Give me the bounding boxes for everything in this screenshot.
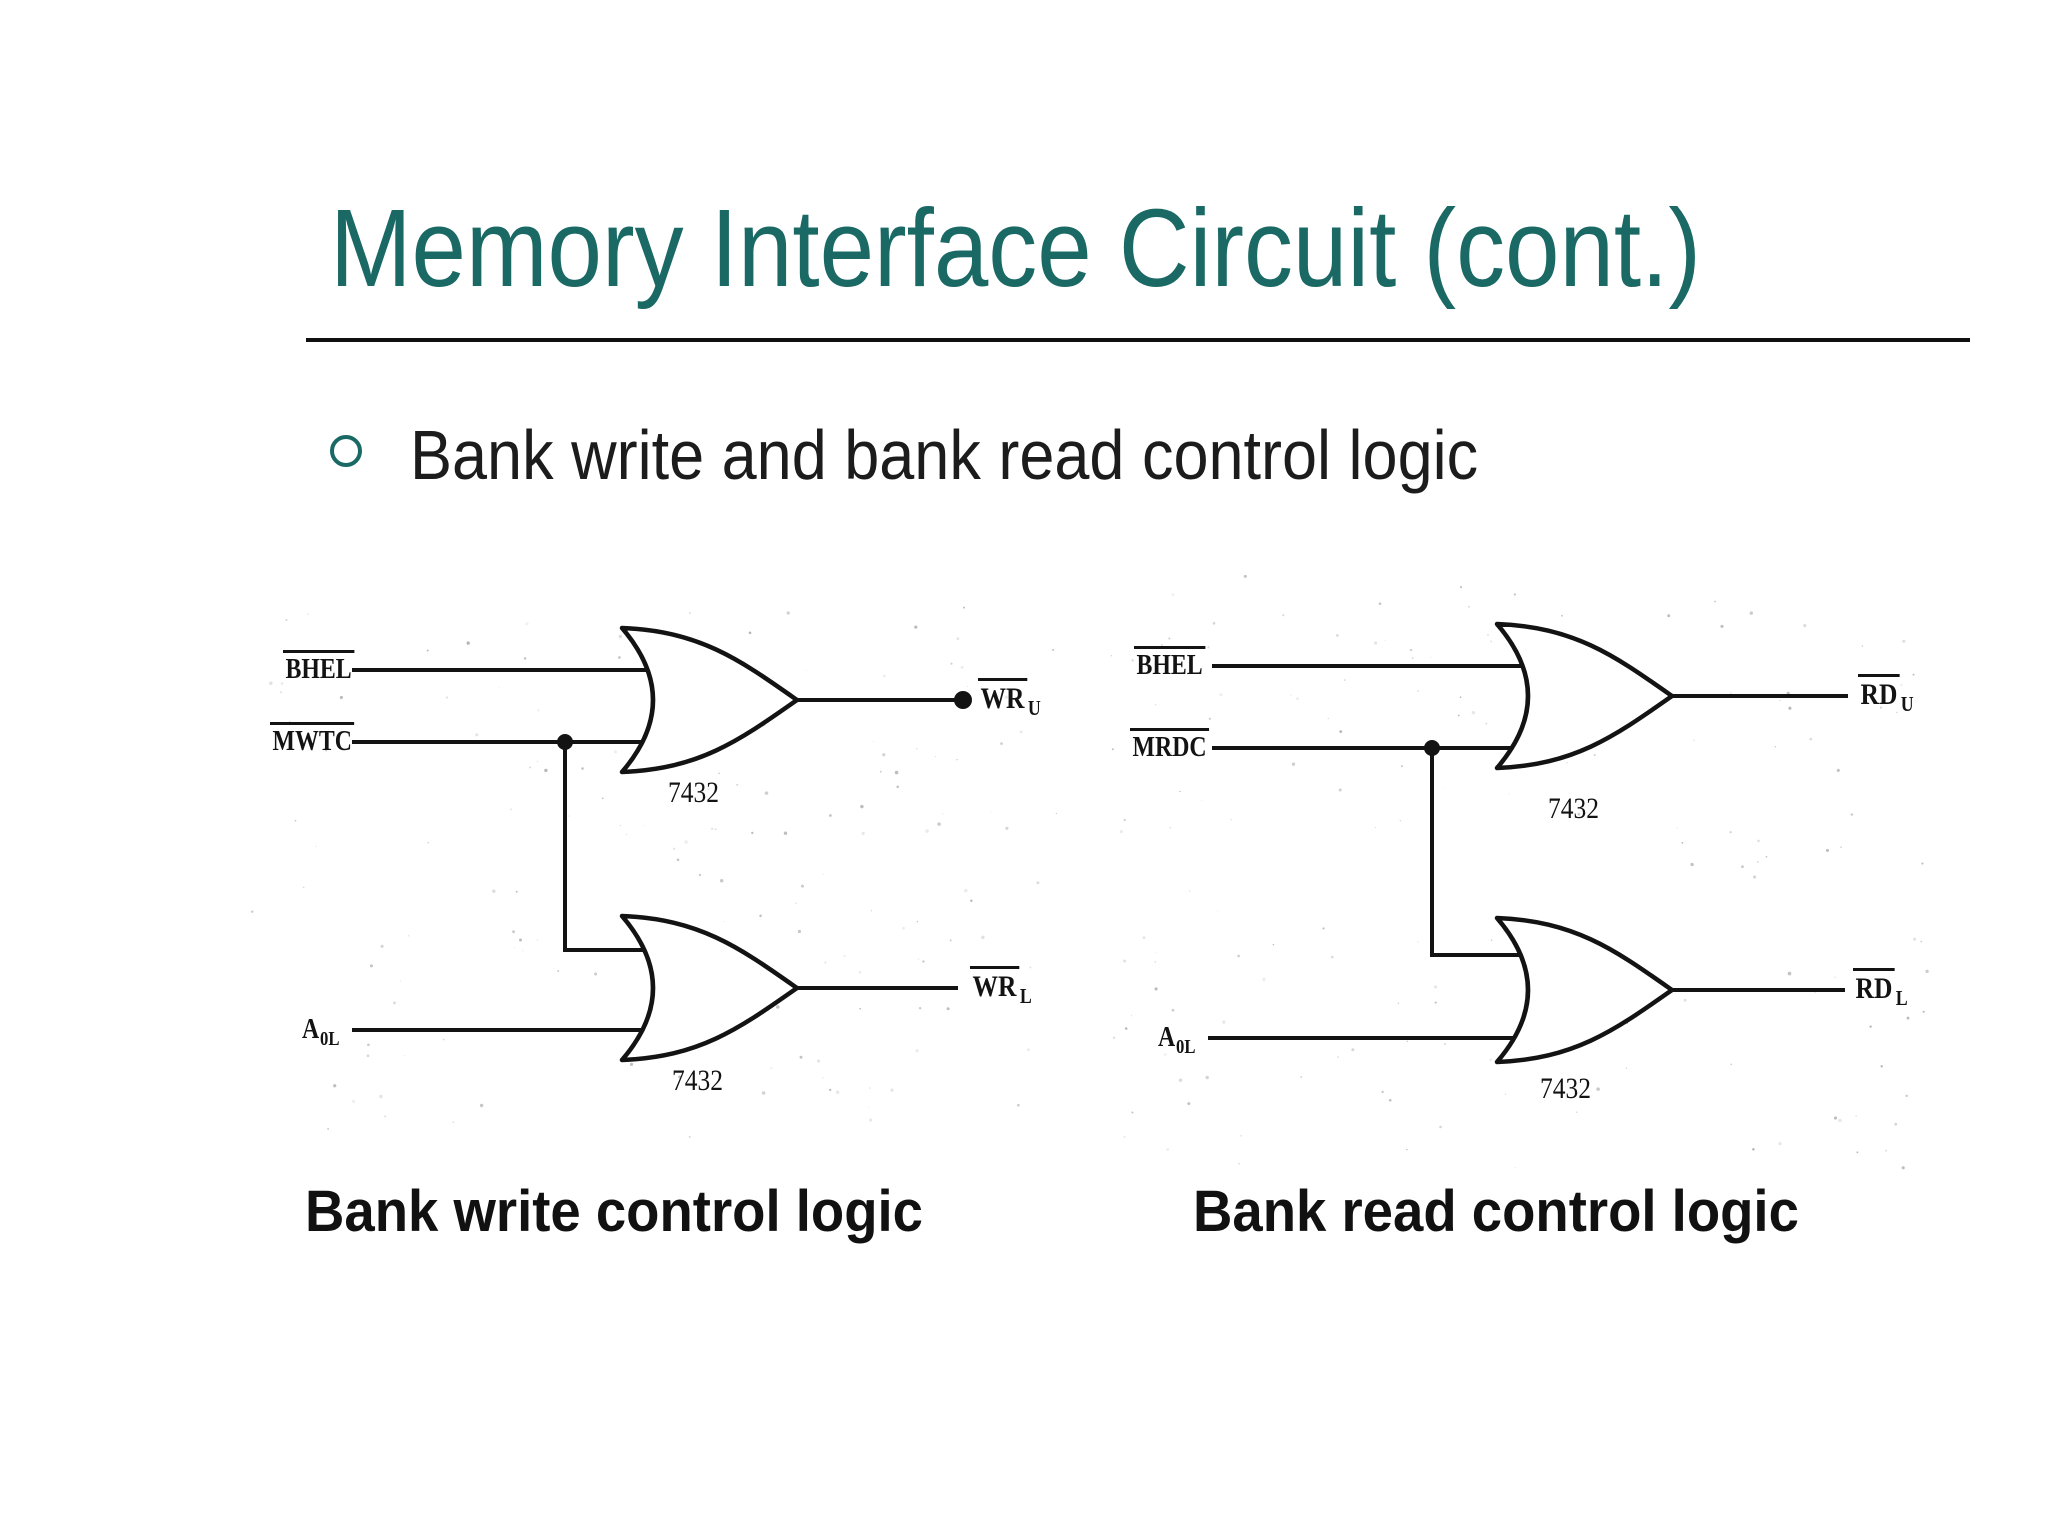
signal-label-a0l: A0L bbox=[302, 1014, 340, 1050]
wire-branch bbox=[563, 742, 645, 952]
caption-bank-read: Bank read control logic bbox=[1193, 1179, 1799, 1244]
signal-label-bhel: BHEL bbox=[1134, 646, 1206, 685]
write-circuit bbox=[352, 625, 972, 1063]
signal-label-a0l: A0L bbox=[1158, 1022, 1196, 1058]
page-title: Memory Interface Circuit (cont.) bbox=[330, 187, 1701, 310]
chip-label-7432: 7432 bbox=[672, 1064, 723, 1097]
wire-branch bbox=[1430, 748, 1520, 957]
chip-label-7432: 7432 bbox=[1548, 792, 1599, 825]
read-circuit bbox=[1208, 621, 1848, 1065]
signal-label-bhel: BHEL bbox=[283, 650, 355, 689]
signal-label-mrdc: MRDC bbox=[1130, 728, 1210, 767]
or-gate bbox=[1494, 621, 1675, 771]
title-divider bbox=[306, 338, 1970, 342]
or-gate bbox=[619, 913, 800, 1063]
junction-dot bbox=[557, 734, 573, 750]
junction-dot bbox=[1424, 740, 1440, 756]
chip-label-7432: 7432 bbox=[668, 776, 719, 809]
or-gate bbox=[619, 625, 800, 775]
chip-label-7432: 7432 bbox=[1540, 1072, 1591, 1105]
bullet-text: Bank write and bank read control logic bbox=[410, 416, 1479, 494]
signal-label-mwtc: MWTC bbox=[270, 722, 355, 761]
caption-bank-write: Bank write control logic bbox=[305, 1179, 923, 1244]
output-dot bbox=[954, 691, 972, 709]
or-gate bbox=[1494, 915, 1675, 1065]
bullet-circle-icon bbox=[330, 435, 362, 467]
